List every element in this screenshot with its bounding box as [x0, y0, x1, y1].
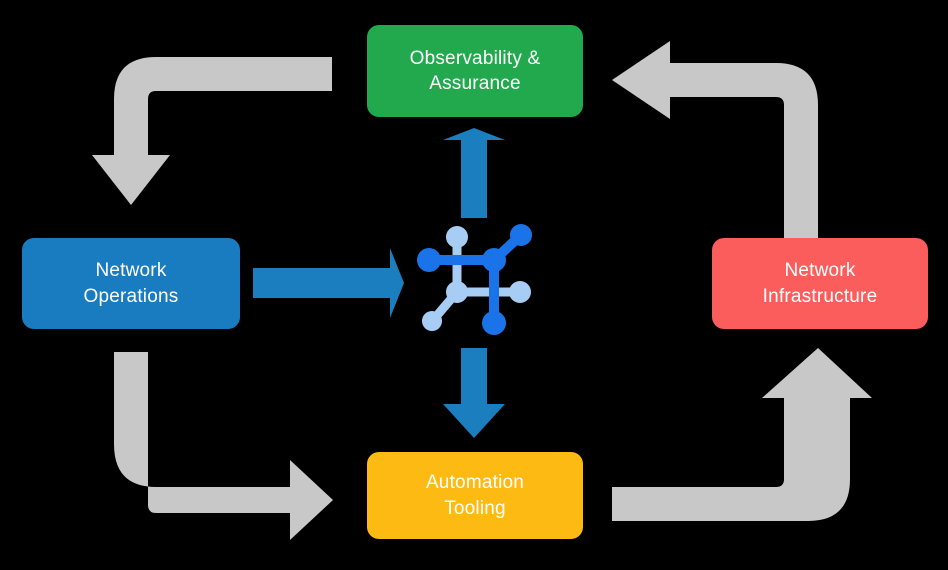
gray-arrow-infrastructure-to-observability [612, 41, 818, 238]
node-automation-tooling[interactable]: Automation Tooling [367, 452, 583, 539]
network-node-bottom [482, 311, 506, 335]
node-network-infrastructure[interactable]: Network Infrastructure [712, 238, 928, 329]
blue-arrow-center-to-observability [443, 128, 505, 218]
gray-arrow-operations-to-automation [114, 352, 333, 540]
network-node-hub [482, 248, 506, 272]
node-observability-assurance[interactable]: Observability & Assurance [367, 25, 583, 117]
network-node-lower-hub [446, 281, 468, 303]
gray-arrow-automation-to-infrastructure [612, 348, 872, 521]
gray-arrow-observability-to-operations [92, 57, 332, 205]
network-node-right [509, 281, 531, 303]
node-network-operations[interactable]: Network Operations [22, 238, 240, 329]
network-node-bottom-left [422, 311, 442, 331]
network-node-top-right [510, 224, 532, 246]
blue-arrow-operations-to-center [253, 248, 404, 318]
network-node-left [417, 248, 441, 272]
network-node-top [446, 226, 468, 248]
network-topology-icon [417, 224, 532, 335]
blue-arrow-center-to-automation [443, 348, 505, 438]
